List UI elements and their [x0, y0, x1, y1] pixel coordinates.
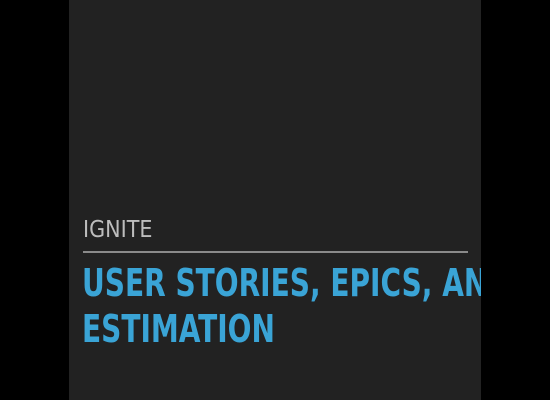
slide-title: USER STORIES, EPICS, AND ESTIMATION [82, 260, 481, 352]
slide-kicker: IGNITE [83, 217, 153, 243]
title-slide[interactable]: IGNITE USER STORIES, EPICS, AND ESTIMATI… [69, 0, 481, 400]
slide-title-line-1: USER STORIES, EPICS, AND [82, 261, 481, 305]
title-divider [83, 251, 468, 253]
slide-title-line-2: ESTIMATION [82, 307, 275, 351]
